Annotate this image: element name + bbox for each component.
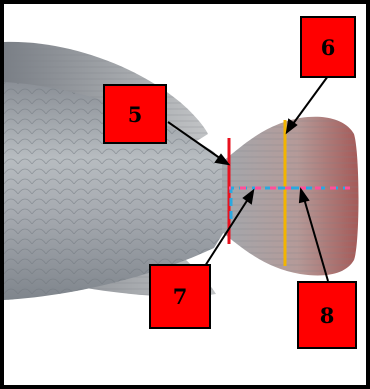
label-box-7: 7 [149,264,211,329]
label-8-text: 8 [320,303,335,328]
label-box-6: 6 [300,16,356,78]
label-6-text: 6 [321,35,336,60]
label-box-8: 8 [297,281,357,349]
label-box-5: 5 [103,84,167,144]
label-5-text: 5 [128,102,143,127]
label-7-text: 7 [173,284,188,309]
